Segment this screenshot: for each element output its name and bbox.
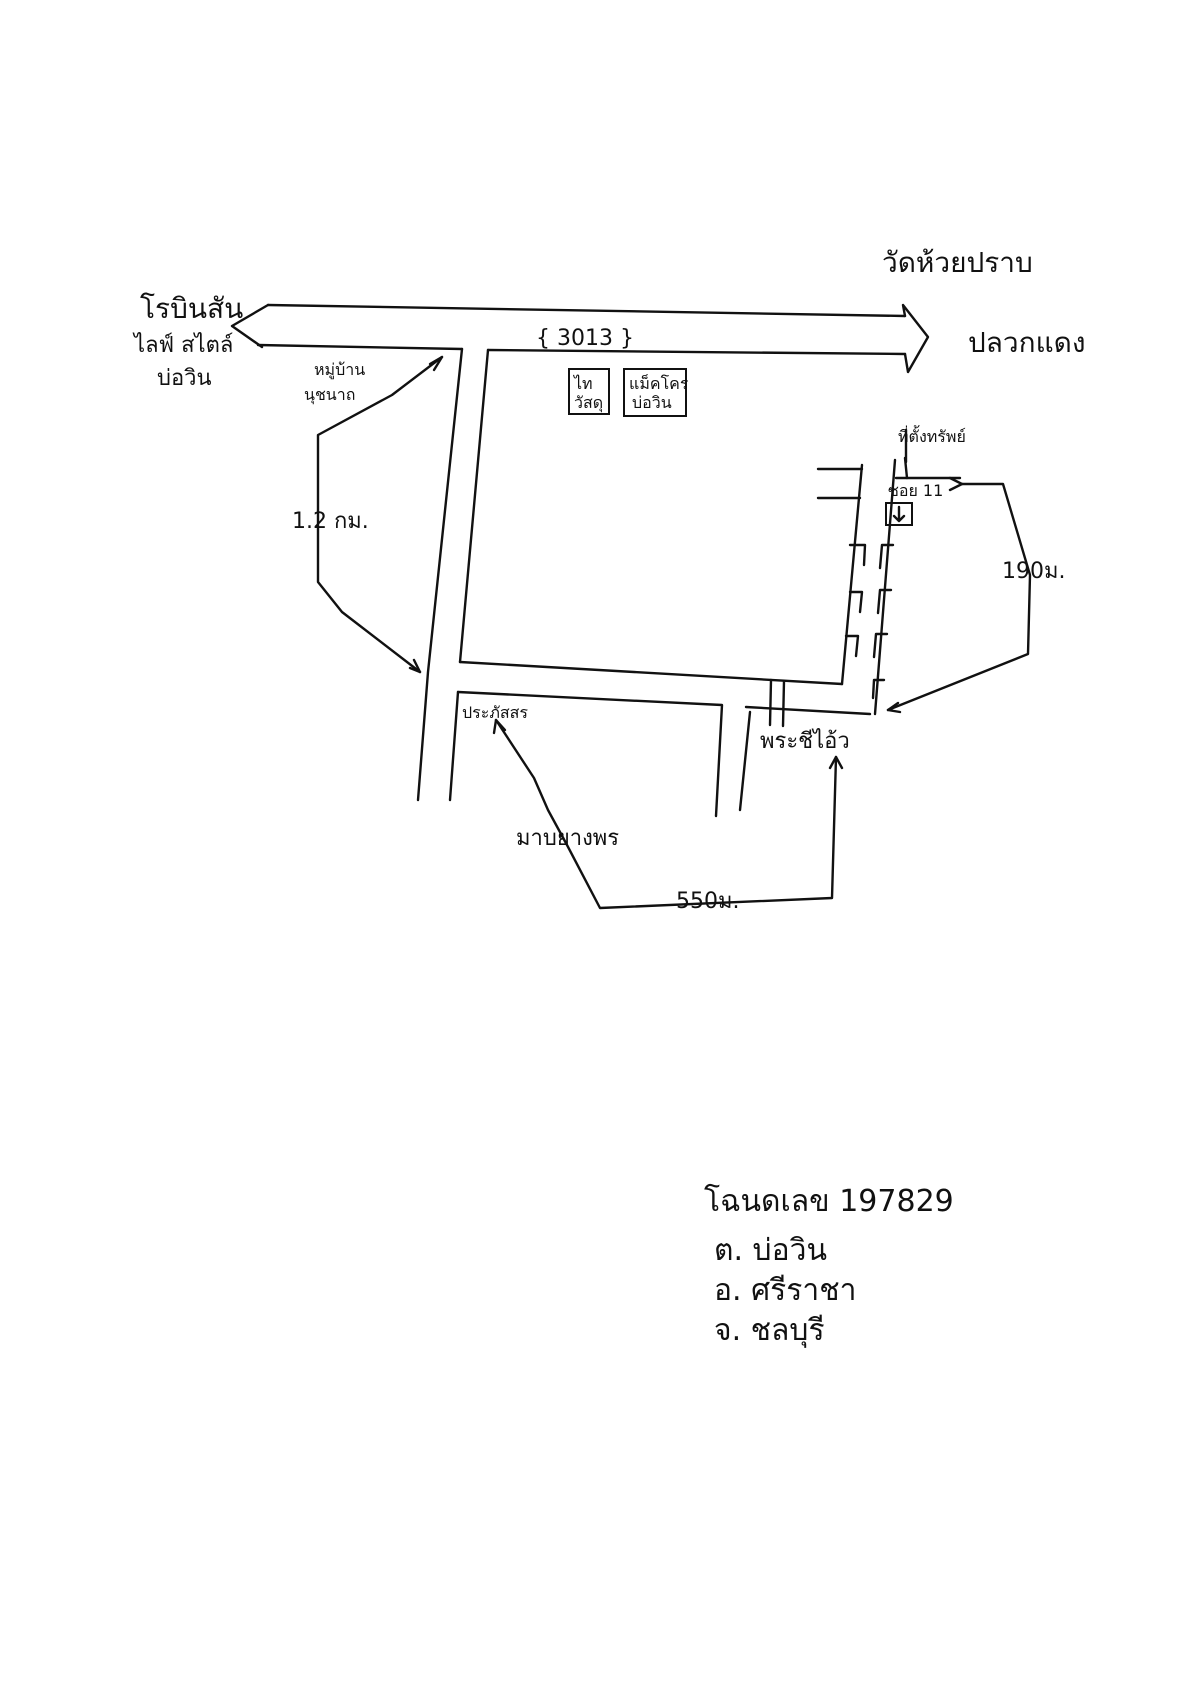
west-destination-line2: ไลฟ์ สไตล์	[132, 332, 233, 358]
shop-makro-box	[623, 368, 687, 417]
distance-leader-2	[886, 476, 1032, 714]
property-marker	[885, 502, 913, 526]
distance-leader-1	[316, 355, 444, 674]
distance-leader-3	[492, 718, 844, 910]
deed-info: โฉนดเลข 197829 ต. บ่อวิน อ. ศรีราชา จ. ช…	[704, 1183, 954, 1349]
down-arrow-icon	[892, 505, 906, 523]
east-destination-top: วัดห้วยปราบ	[882, 246, 1033, 279]
shop-2-line2: บ่อวิน	[632, 393, 672, 412]
school-label: ประภัสสร	[462, 703, 528, 722]
shrine-label: พระชีไอ้ว	[760, 728, 850, 754]
distance-2-label: 190ม.	[1002, 559, 1066, 584]
bridge-mark	[768, 678, 786, 728]
west-destination-line1: โรบินสัน	[140, 292, 243, 325]
shop-1-line2: วัสดุ	[574, 393, 603, 413]
side-soi-marks	[844, 543, 895, 700]
shop-2-line1: แม็คโคร	[629, 373, 689, 393]
distance-3-label: 550ม.	[676, 889, 740, 914]
road-number-label: { 3013 }	[536, 326, 634, 351]
deed-number: โฉนดเลข 197829	[704, 1183, 954, 1219]
east-destination: ปลวกแดง	[968, 326, 1086, 359]
west-destination-line3: บ่อวิน	[157, 366, 212, 391]
deed-district: อ. ศรีราชา	[714, 1273, 856, 1308]
road-3013	[230, 303, 930, 374]
distance-1-label: 1.2 กม.	[292, 509, 369, 534]
road-west-vertical	[416, 347, 490, 802]
road-horizontal	[456, 660, 872, 818]
deed-subdistrict: ต. บ่อวิน	[714, 1233, 827, 1268]
soi-label: ซอย 11	[888, 481, 943, 500]
shop-1-line1: ไท	[572, 374, 593, 393]
shop-thai-watsadu-box	[568, 368, 610, 415]
deed-province: จ. ชลบุรี	[714, 1313, 825, 1349]
village-line2: นุชนาถ	[304, 385, 355, 405]
village-2-label: มาบยางพร	[516, 826, 619, 851]
village-line1: หมู่บ้าน	[314, 360, 365, 380]
property-label: ที่ตั้งทรัพย์	[898, 425, 966, 446]
